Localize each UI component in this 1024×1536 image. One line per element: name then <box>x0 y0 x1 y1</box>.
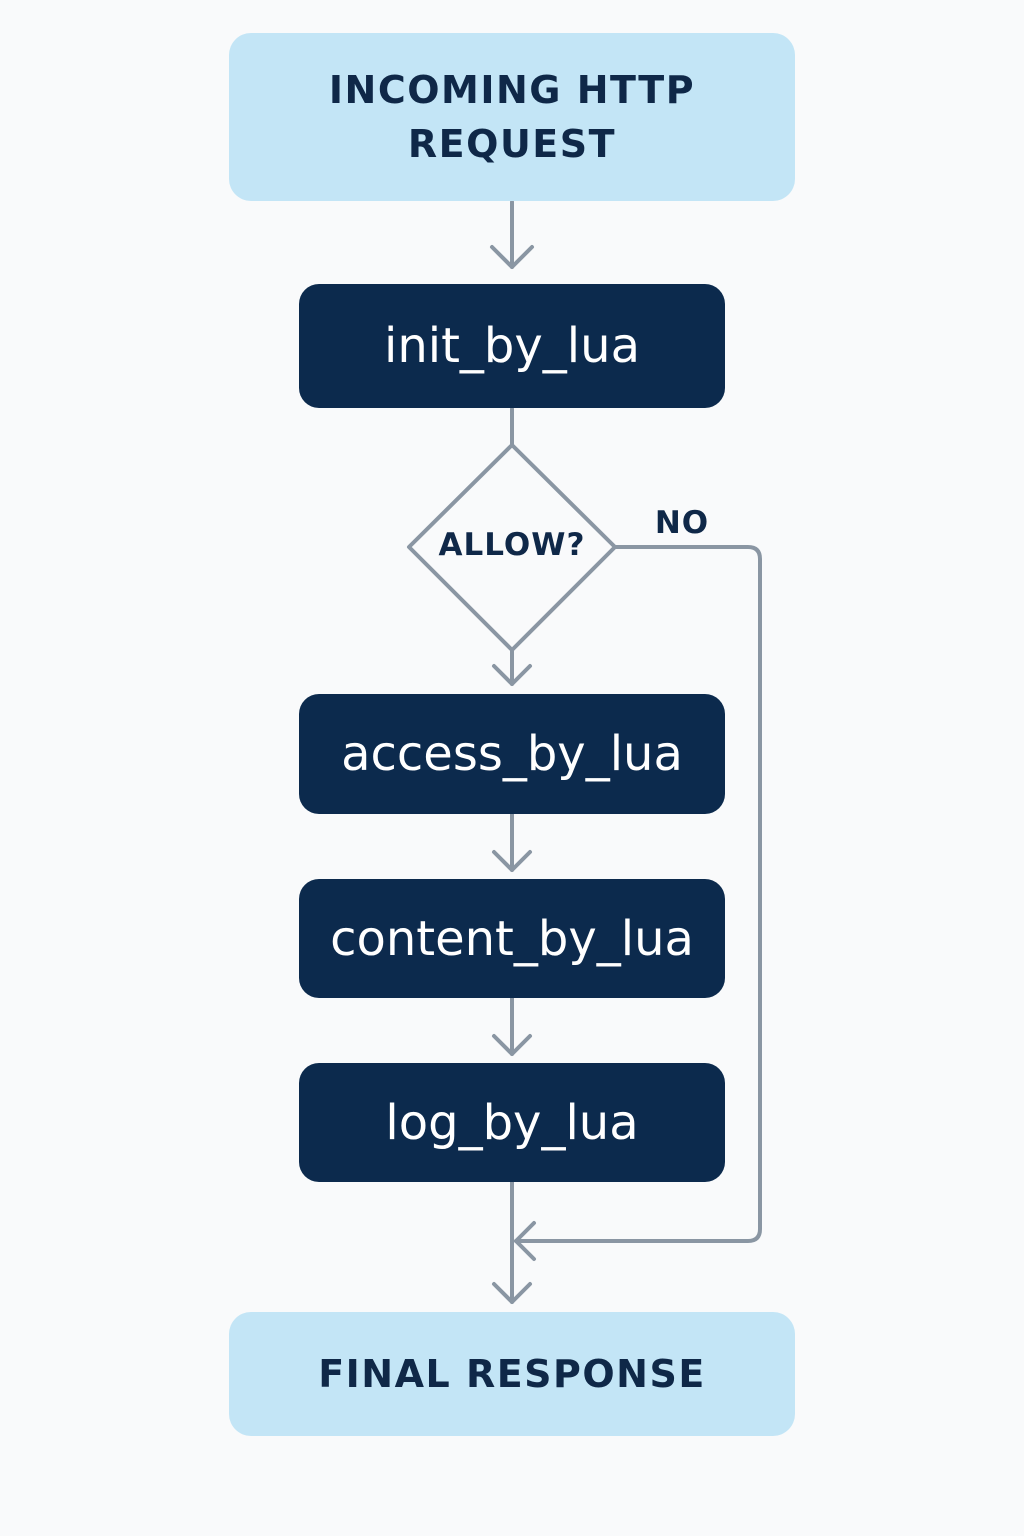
arrowhead-no-branch-merge <box>514 1221 536 1261</box>
process-node-log-by-lua: log_by_lua <box>299 1063 725 1182</box>
arrowhead-access <box>492 664 532 686</box>
start-node-label: INCOMING HTTP REQUEST <box>329 63 695 171</box>
start-node-incoming-request: INCOMING HTTP REQUEST <box>229 33 795 201</box>
arrowhead-content <box>492 850 532 872</box>
start-label-line-2: REQUEST <box>407 122 617 166</box>
process-node-content-by-lua: content_by_lua <box>299 879 725 998</box>
process-node-access-by-lua: access_by_lua <box>299 694 725 814</box>
connector-no-branch <box>514 545 762 1243</box>
process-label-access: access_by_lua <box>341 726 683 782</box>
no-branch-label: NO <box>654 505 710 541</box>
arrowhead-final <box>492 1282 532 1304</box>
process-label-init: init_by_lua <box>384 318 640 374</box>
end-node-final-response: FINAL RESPONSE <box>229 1312 795 1436</box>
end-node-label: FINAL RESPONSE <box>318 1352 706 1396</box>
arrowhead-init <box>490 245 534 269</box>
process-node-init-by-lua: init_by_lua <box>299 284 725 408</box>
decision-label: ALLOW? <box>438 527 586 563</box>
process-label-content: content_by_lua <box>330 910 694 967</box>
start-label-line-1: INCOMING HTTP <box>328 68 696 112</box>
arrowhead-log <box>492 1034 532 1056</box>
process-label-log: log_by_lua <box>385 1094 639 1151</box>
